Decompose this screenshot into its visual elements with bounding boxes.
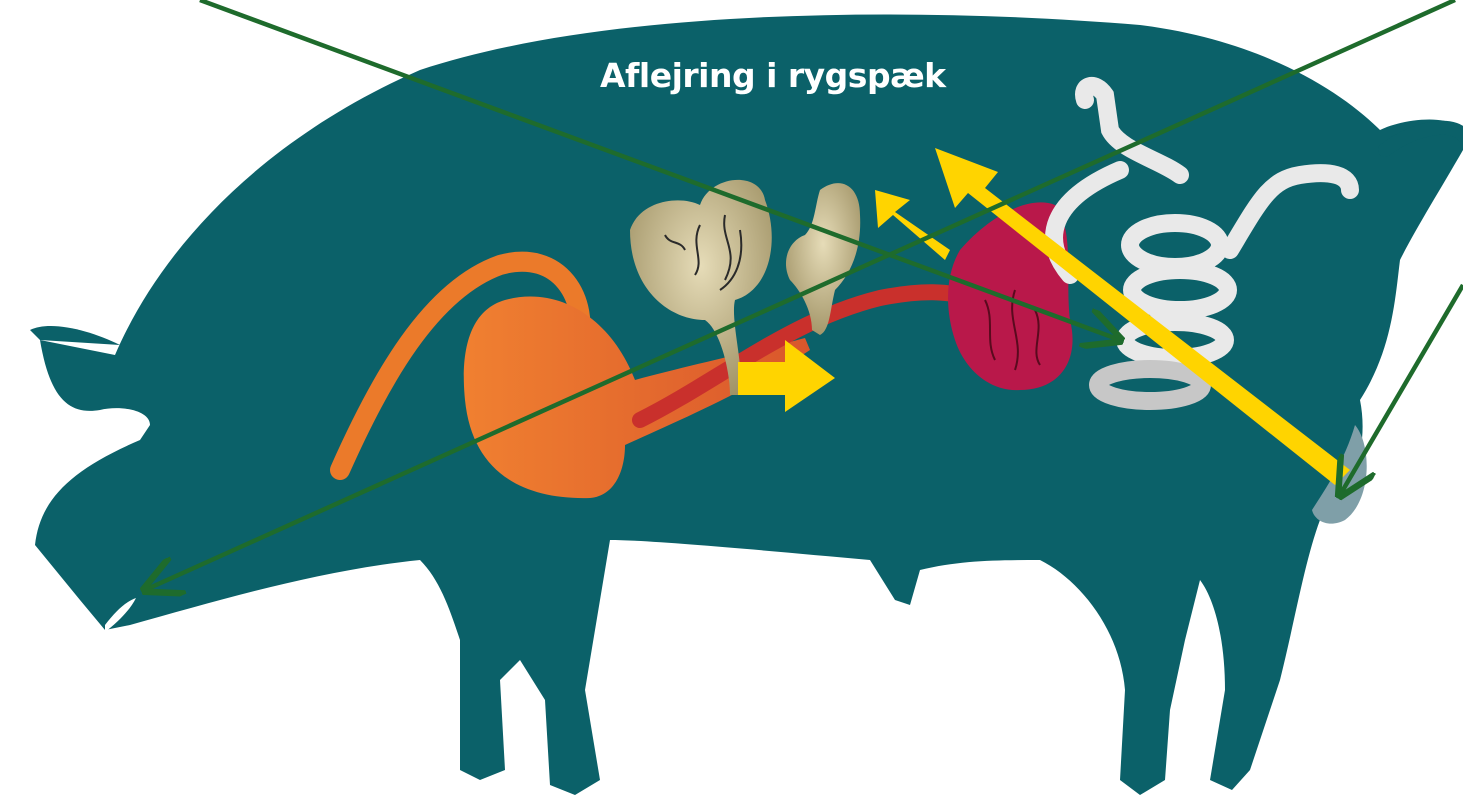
diagram-title: Aflejring i rygspæk xyxy=(600,56,946,95)
